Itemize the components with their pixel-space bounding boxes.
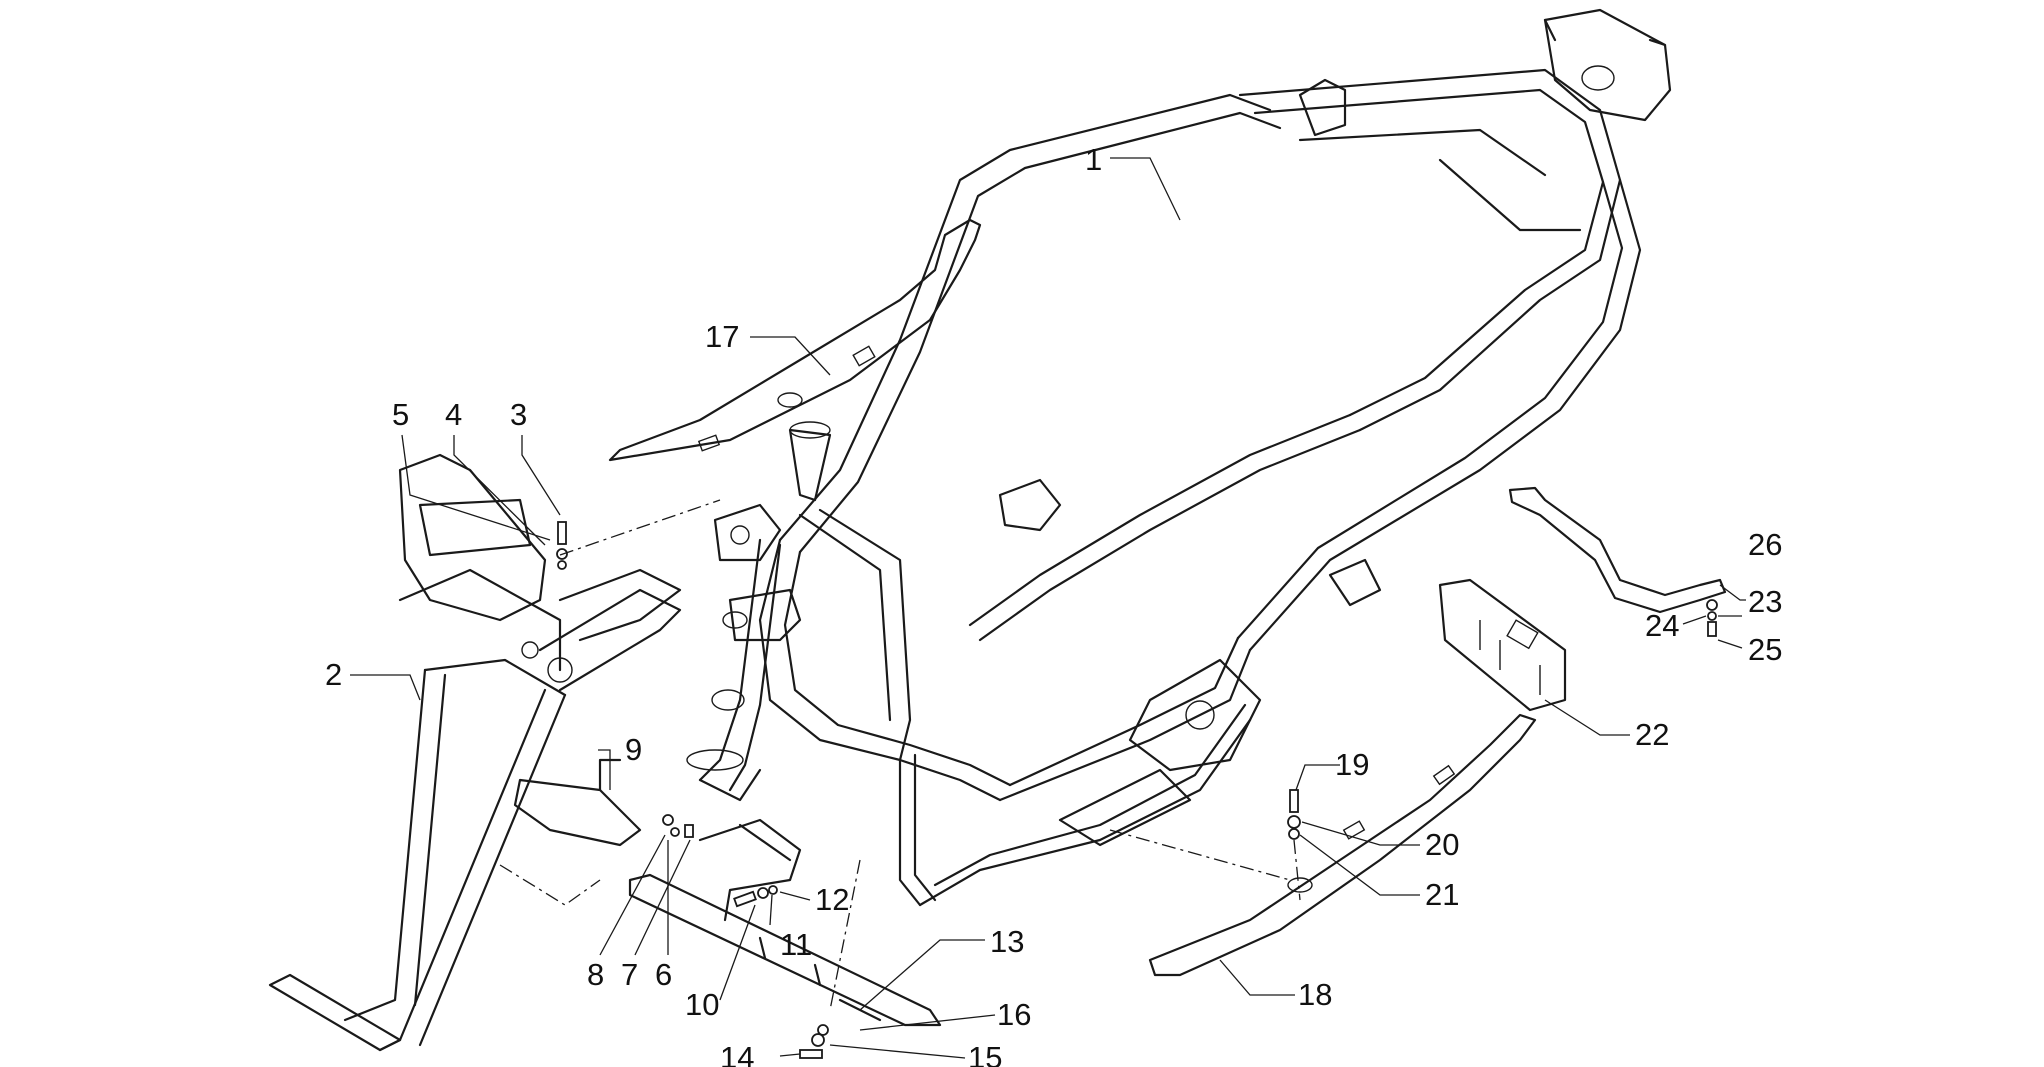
- side-bracket: [698, 818, 802, 922]
- front-subframe: [268, 568, 682, 1052]
- bolt-19-washers: [1287, 789, 1301, 840]
- callout-19: 19: [1335, 747, 1369, 782]
- bolt-14-washers: [799, 1024, 829, 1059]
- callout-6: 6: [655, 957, 672, 992]
- callout-16: 16: [997, 997, 1031, 1032]
- callout-2: 2: [325, 657, 342, 692]
- main-frame: [686, 8, 1672, 907]
- callout-9: 9: [625, 732, 642, 767]
- callout-17: 17: [705, 319, 739, 354]
- callout-25: 25: [1748, 632, 1782, 667]
- callout-15: 15: [968, 1040, 1002, 1067]
- callout-1: 1: [1085, 142, 1102, 177]
- leader-lines: [350, 157, 1746, 1059]
- callout-13: 13: [990, 924, 1024, 959]
- assembly-lines: [499, 499, 1301, 1011]
- rear-bracket-26: [1508, 486, 1727, 614]
- callout-11: 11: [780, 927, 812, 962]
- callout-14: 14: [720, 1040, 754, 1067]
- bolt-3: [556, 521, 568, 570]
- front-bracket: [398, 453, 682, 642]
- right-footboard-support: [1148, 713, 1537, 977]
- hardware-23-24-25: [1706, 599, 1718, 637]
- callout-12: 12: [815, 882, 849, 917]
- center-bracket: [513, 758, 642, 847]
- callout-7: 7: [621, 957, 638, 992]
- callout-24: 24: [1645, 608, 1679, 643]
- shield-plate-22: [1438, 578, 1567, 712]
- callout-numbers: 1 2 3 4 5 6 7 8 9 10 11 12 13 14 15 16 1…: [325, 142, 1782, 1067]
- callout-23: 23: [1748, 584, 1782, 619]
- callout-5: 5: [392, 397, 409, 432]
- left-footboard-support: [608, 218, 982, 462]
- callout-22: 22: [1635, 717, 1669, 752]
- callout-21: 21: [1425, 877, 1459, 912]
- callout-20: 20: [1425, 827, 1459, 862]
- callout-3: 3: [510, 397, 527, 432]
- callout-18: 18: [1298, 977, 1332, 1012]
- footrest-bar-13: [628, 873, 942, 1027]
- hardware-6-7-8: [662, 814, 694, 838]
- callout-26: 26: [1748, 527, 1782, 562]
- bolt-10-washers: [733, 885, 778, 908]
- callout-8: 8: [587, 957, 604, 992]
- callout-4: 4: [445, 397, 462, 432]
- callout-10: 10: [685, 987, 719, 1022]
